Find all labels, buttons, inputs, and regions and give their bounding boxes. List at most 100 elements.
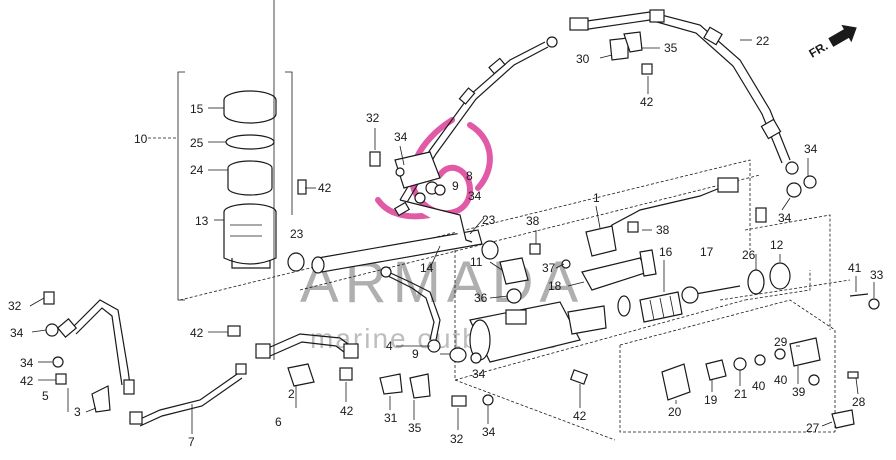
washer-34-right-b (803, 175, 817, 189)
washer-36 (506, 288, 522, 304)
part-label: 19 (704, 393, 718, 407)
leader-line (555, 263, 565, 269)
part-label: 37 (542, 261, 556, 275)
dust-boot-16 (639, 291, 683, 323)
part-label: 38 (656, 223, 670, 237)
part-label: 28 (852, 395, 866, 409)
hose-clamp-23-left (287, 252, 305, 272)
hose-22-clamp (649, 9, 665, 23)
piston-spring (567, 305, 607, 335)
part-label: 32 (8, 299, 22, 313)
part-label: 34 (10, 326, 24, 340)
part-label: 41 (848, 261, 862, 275)
bolt-42-left (55, 373, 67, 385)
leader-line (599, 54, 613, 59)
leader-line (595, 205, 601, 229)
front-direction-marker: FR. (807, 24, 857, 61)
part-label: 18 (548, 279, 562, 293)
clutch-hose-22 (569, 9, 817, 198)
part-label: 4 (386, 339, 393, 353)
upper-hydraulic-line (393, 36, 558, 243)
line-7-edge (139, 377, 243, 427)
part-label: 11 (470, 255, 483, 269)
hose-22-end-fitting (569, 17, 589, 31)
part-label: 23 (482, 213, 496, 227)
part-label: 30 (576, 52, 590, 66)
part-label: 38 (526, 214, 540, 228)
washer-34-left-b (52, 356, 64, 368)
washer-40-b (774, 348, 786, 360)
part-label: 25 (190, 136, 204, 150)
part-label: 42 (190, 326, 204, 340)
nut-21 (733, 357, 747, 371)
bolt-28 (847, 371, 859, 379)
bolt-42-top (641, 63, 653, 75)
leader-line (31, 329, 47, 333)
upper-line-tail (399, 199, 473, 243)
hose-left-outer (69, 299, 131, 386)
hose-left-fitting (123, 379, 135, 395)
hose-6-right-fitting (343, 343, 359, 359)
front-direction-text: FR. (807, 39, 831, 61)
line-7-end (129, 411, 143, 425)
part-label: 9 (452, 179, 459, 193)
part-label: 42 (640, 95, 654, 109)
part-label: 34 (778, 211, 792, 225)
part-label: 32 (366, 111, 380, 125)
main-pipe-end (311, 256, 325, 274)
upper-line-joint (458, 87, 476, 105)
part-label: 5 (42, 389, 49, 403)
leader-line (781, 197, 791, 211)
bushing-12 (769, 262, 791, 290)
line-bracket-8 (394, 151, 441, 189)
leader-line (399, 145, 405, 166)
part-label: 29 (774, 335, 788, 349)
lower-line-pipe-edge (387, 275, 435, 341)
leader-line (855, 377, 859, 395)
leader-line (821, 421, 833, 427)
pin-39 (808, 374, 820, 386)
clip-27 (831, 409, 855, 429)
leader-line (469, 217, 485, 235)
pushrod-clevis (681, 286, 699, 304)
bolt-32-top (369, 151, 381, 167)
assembly-outline-lower (619, 279, 851, 433)
washer-34-left (45, 323, 59, 337)
part-label: 39 (792, 385, 806, 399)
spring-20 (661, 363, 691, 401)
washer-34-upper-b (434, 184, 446, 196)
part-label: 35 (664, 41, 678, 55)
part-label: 15 (190, 102, 204, 116)
part-label: 35 (408, 421, 422, 435)
part-label: 42 (340, 404, 354, 418)
hose-22-inner (581, 19, 783, 164)
clip-3 (91, 385, 111, 413)
cotter-33 (868, 298, 880, 310)
assembly-outline-right (744, 214, 831, 330)
leader-line (429, 245, 441, 269)
part-label: 2 (288, 387, 295, 401)
part-label: 23 (290, 227, 304, 241)
part-label: 9 (412, 347, 419, 361)
hose-clamp-2 (287, 363, 315, 387)
leader-line (85, 407, 97, 413)
watermark-hook-tail (375, 197, 433, 220)
part-label: 14 (420, 261, 434, 275)
pin-41 (849, 293, 869, 297)
part-label: 22 (756, 34, 770, 48)
switch-connector (717, 177, 739, 193)
part-label: 34 (468, 189, 482, 203)
front-direction-arrow (828, 24, 857, 47)
hose-left-end-fitting (56, 318, 78, 338)
bracket-11 (499, 257, 529, 285)
part-label: 21 (734, 387, 748, 401)
reservoir-cap-body (223, 100, 277, 124)
hose-22-banjo (785, 161, 799, 175)
lower-line-pipe (383, 269, 441, 341)
line-7 (137, 371, 241, 421)
leader-line (29, 297, 45, 307)
washer-34-upper (414, 192, 426, 204)
boot-rib (659, 297, 665, 319)
part-label: 34 (394, 130, 408, 144)
